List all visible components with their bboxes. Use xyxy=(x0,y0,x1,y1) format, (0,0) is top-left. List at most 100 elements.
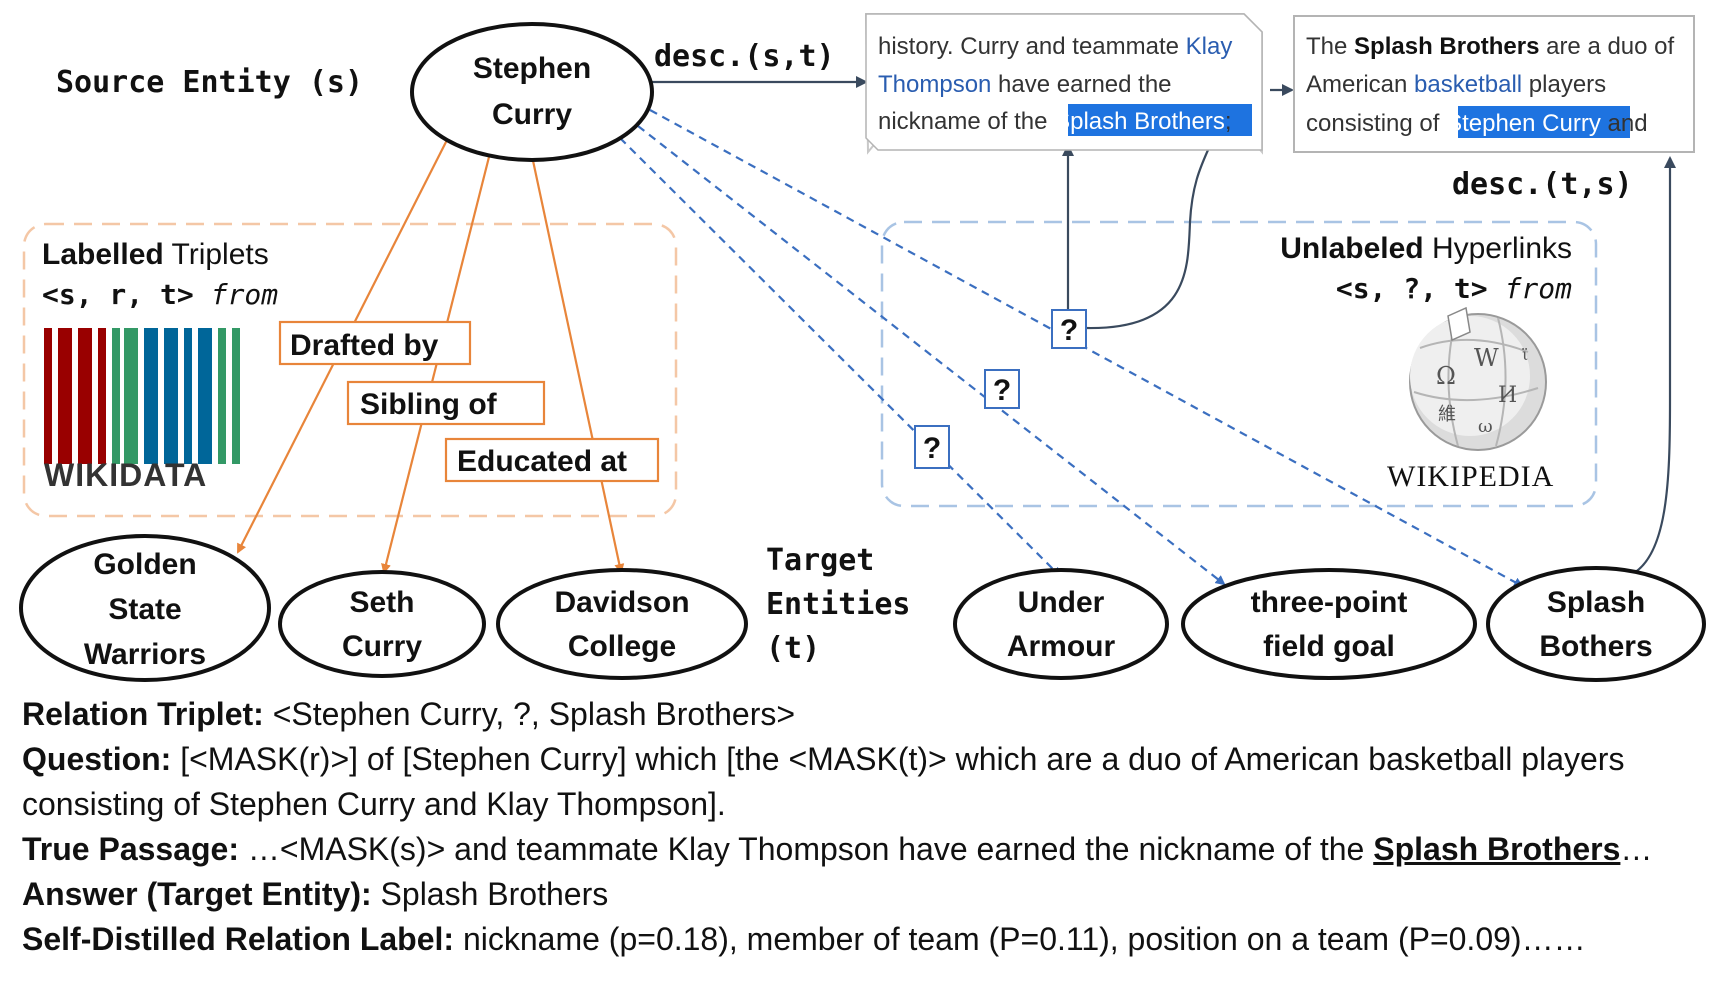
target-three-line-1: three-point xyxy=(1251,586,1408,619)
target-davidson-line-1: Davidson xyxy=(554,586,689,619)
edge-desc-ts xyxy=(1627,156,1676,578)
svg-text:consisting of Stephen Curry an: consisting of Stephen Curry and xyxy=(1306,110,1648,137)
qmark-3-text: ? xyxy=(923,432,941,465)
snippet-right-2a: American xyxy=(1306,71,1414,98)
labelled-title-rest: Triplets xyxy=(164,238,269,271)
target-splash-bothers xyxy=(1486,566,1706,682)
target-under-line-2: Armour xyxy=(1007,630,1116,663)
snippet-right-1c: are a duo of xyxy=(1539,33,1674,60)
target-seth-curry xyxy=(278,570,486,678)
target-golden-line-3: Warriors xyxy=(84,638,206,671)
snippet-right-2b[interactable]: basketball xyxy=(1414,71,1522,98)
edge-under-armour xyxy=(619,137,1062,578)
snippet-right-1a: The xyxy=(1306,33,1354,60)
edge-desc-st-label: desc.(s,t) xyxy=(654,39,835,74)
unlabeled-title-rest: Hyperlinks xyxy=(1424,232,1572,265)
snippet-right-3a: consisting of xyxy=(1306,110,1446,137)
svg-text:W: W xyxy=(1474,344,1499,372)
edge-snippet-curve xyxy=(1085,149,1210,330)
relation-drafted-by: Drafted by xyxy=(290,329,439,362)
qmark-1: ? xyxy=(1051,309,1087,349)
labelled-title-bold: Labelled xyxy=(42,238,164,271)
true-passage-label: True Passage: xyxy=(22,831,239,867)
target-golden-line-1: Golden xyxy=(93,548,196,581)
svg-text:ϊ: ϊ xyxy=(1522,345,1528,364)
svg-text:American basketball players: American basketball players xyxy=(1306,71,1606,98)
true-passage-tail: … xyxy=(1620,831,1653,867)
relation-educated-at: Educated at xyxy=(457,445,627,478)
relation-triplet-value: <Stephen Curry, ?, Splash Brothers> xyxy=(263,696,796,732)
self-distilled-value: nickname (p=0.18), member of team (P=0.1… xyxy=(454,921,1586,957)
snippet-right-3c: and xyxy=(1601,110,1648,137)
snippet-left-3a: nickname of the xyxy=(878,108,1054,135)
snippet-left-3b[interactable]: Splash Brothers xyxy=(1054,108,1225,135)
snippet-left-3c: ; xyxy=(1225,108,1232,135)
true-passage-line: True Passage: …<MASK(s)> and teammate Kl… xyxy=(22,827,1712,872)
source-entity-line-1: Stephen xyxy=(473,52,591,85)
source-entity-line-2: Curry xyxy=(492,98,572,131)
relation-box-drafted xyxy=(278,320,472,366)
snippet-right: The Splash Brothers are a duo of America… xyxy=(1293,15,1695,153)
target-label-line-3: (t) xyxy=(766,631,820,666)
question-value: [<MASK(r)>] of [Stephen Curry] which [th… xyxy=(22,741,1625,822)
unlabeled-group-title: Unlabeled Hyperlinks xyxy=(1280,232,1572,265)
target-splash-line-2: Bothers xyxy=(1539,630,1652,663)
unlabeled-triplet: <s, ?, t> xyxy=(1336,272,1488,305)
true-passage-value: …<MASK(s)> and teammate Klay Thompson ha… xyxy=(239,831,1374,867)
qmark-1-text: ? xyxy=(1060,314,1078,347)
labelled-group-title: Labelled Triplets xyxy=(42,238,269,271)
snippet-left-1a: history. Curry and teammate xyxy=(878,33,1186,60)
unlabeled-from: from xyxy=(1505,272,1573,305)
relation-sibling-of: Sibling of xyxy=(360,388,498,421)
svg-text:Ω: Ω xyxy=(1436,362,1456,390)
target-splash-line-1: Splash xyxy=(1547,586,1645,619)
relation-box-educated xyxy=(444,437,660,483)
target-under-armour xyxy=(953,568,1169,680)
labelled-group-triplet: <s, r, t> from xyxy=(42,278,278,311)
unlabeled-group-box xyxy=(880,220,1598,508)
source-label: Source Entity (s) xyxy=(56,65,363,100)
snippet-left-2a[interactable]: Thompson xyxy=(878,71,991,98)
unlabeled-group-triplet: <s, ?, t> from xyxy=(1336,272,1572,305)
snippet-left-2b: have earned the xyxy=(991,71,1171,98)
target-three-line-2: field goal xyxy=(1263,630,1395,663)
target-golden-line-2: State xyxy=(108,593,181,626)
svg-text:nickname of the Splash Brother: nickname of the Splash Brothers; xyxy=(878,108,1232,135)
target-label-line-1: Target xyxy=(766,543,874,578)
qmark-2: ? xyxy=(984,369,1020,409)
snippet-left-1b[interactable]: Klay xyxy=(1186,33,1233,60)
qmark-3: ? xyxy=(914,425,950,469)
target-davidson-college xyxy=(496,568,748,680)
svg-text:И: И xyxy=(1498,383,1517,408)
edge-three-point xyxy=(637,125,1226,586)
labelled-from: from xyxy=(211,278,279,311)
answer-line: Answer (Target Entity): Splash Brothers xyxy=(22,872,1712,917)
wikipedia-logo-text: WIKIPEDIA xyxy=(1387,460,1554,493)
target-davidson-line-2: College xyxy=(568,630,676,663)
edge-desc-ts-label: desc.(t,s) xyxy=(1452,167,1633,202)
wikidata-logo: WIKIDATA xyxy=(44,328,240,493)
svg-text:維: 維 xyxy=(1438,404,1456,425)
example-description: Relation Triplet: <Stephen Curry, ?, Spl… xyxy=(22,692,1712,962)
target-label-line-2: Entities xyxy=(766,587,911,622)
svg-text:history. Curry and teammate Kl: history. Curry and teammate Klay xyxy=(878,33,1232,60)
relation-box-sibling xyxy=(346,380,546,426)
unlabeled-title-bold: Unlabeled xyxy=(1280,232,1423,265)
target-seth-line-2: Curry xyxy=(342,630,422,663)
labelled-group-box xyxy=(22,222,678,518)
question-line: Question: [<MASK(r)>] of [Stephen Curry]… xyxy=(22,737,1712,827)
snippet-right-2c: players xyxy=(1522,71,1606,98)
svg-text:ω: ω xyxy=(1478,416,1493,437)
answer-label: Answer (Target Entity): xyxy=(22,876,372,912)
true-passage-answer: Splash Brothers xyxy=(1373,831,1621,867)
snippet-right-1b: Splash Brothers xyxy=(1354,33,1539,60)
answer-value: Splash Brothers xyxy=(371,876,609,912)
self-distilled-line: Self-Distilled Relation Label: nickname … xyxy=(22,917,1712,962)
labelled-triplet: <s, r, t> xyxy=(42,278,194,311)
snippet-right-3b[interactable]: Stephen Curry xyxy=(1446,110,1601,137)
svg-text:Thompson have earned the: Thompson have earned the xyxy=(878,71,1172,98)
source-entity-node xyxy=(410,22,654,162)
wikidata-logo-text: WIKIDATA xyxy=(44,457,207,493)
qmark-2-text: ? xyxy=(993,374,1011,407)
question-label: Question: xyxy=(22,741,172,777)
